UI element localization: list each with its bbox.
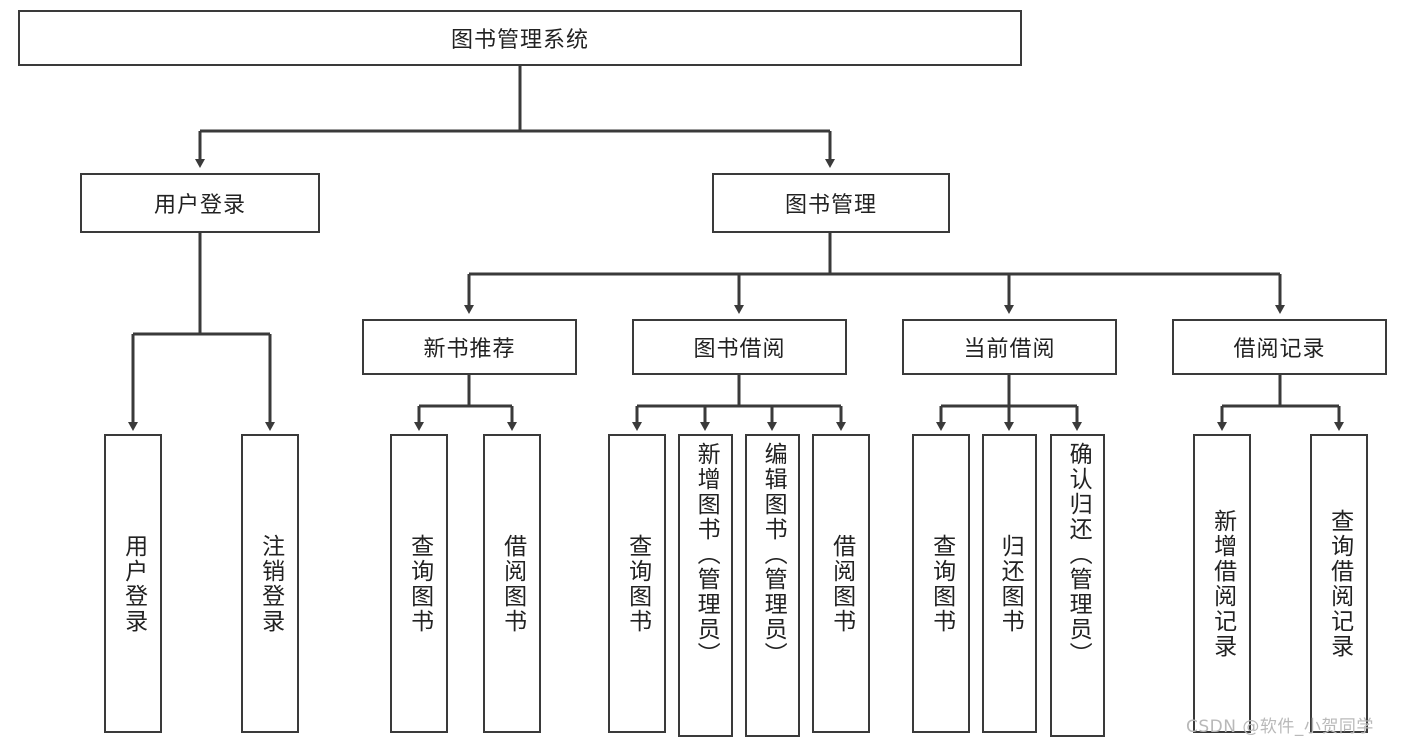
leaf-borrow-query-book-label: 查询图书	[624, 533, 651, 634]
leaf-borrow-edit-book[interactable]: 编辑图书（管理员）	[745, 434, 800, 737]
leaf-borrow-edit-book-label: 编辑图书（管理员）	[760, 442, 787, 667]
node-user-login[interactable]: 用户登录	[80, 173, 320, 233]
leaf-record-add-record[interactable]: 新增借阅记录	[1193, 434, 1251, 733]
node-book-borrow-label: 图书借阅	[693, 337, 786, 362]
leaf-user-login-signout-label: 注销登录	[257, 533, 284, 634]
node-book-manage-label: 图书管理	[784, 193, 877, 218]
node-new-book-recommend-label: 新书推荐	[423, 337, 516, 362]
node-borrow-record-label: 借阅记录	[1233, 337, 1326, 362]
leaf-current-query-book-label: 查询图书	[928, 533, 955, 634]
leaf-record-add-record-label: 新增借阅记录	[1209, 508, 1236, 659]
node-book-manage[interactable]: 图书管理	[712, 173, 950, 233]
leaf-current-confirm-return[interactable]: 确认归还（管理员）	[1050, 434, 1105, 737]
leaf-newbook-borrow-book[interactable]: 借阅图书	[483, 434, 541, 733]
leaf-user-login-signout[interactable]: 注销登录	[241, 434, 299, 733]
leaf-newbook-query-book-label: 查询图书	[406, 533, 433, 634]
leaf-borrow-borrow-book[interactable]: 借阅图书	[812, 434, 870, 733]
leaf-newbook-borrow-book-label: 借阅图书	[499, 533, 526, 634]
leaf-borrow-add-book[interactable]: 新增图书（管理员）	[678, 434, 733, 737]
leaf-current-return-book[interactable]: 归还图书	[982, 434, 1037, 733]
node-book-borrow[interactable]: 图书借阅	[632, 319, 847, 375]
node-root-system-label: 图书管理系统	[450, 28, 589, 53]
csdn-watermark: CSDN @软件_小贺同学	[1186, 717, 1374, 737]
leaf-record-query-record[interactable]: 查询借阅记录	[1310, 434, 1368, 733]
leaf-record-query-record-label: 查询借阅记录	[1326, 508, 1353, 659]
leaf-current-confirm-return-label: 确认归还（管理员）	[1065, 442, 1092, 667]
leaf-borrow-add-book-label: 新增图书（管理员）	[693, 442, 720, 667]
leaf-user-login-signin-label: 用户登录	[120, 533, 147, 634]
node-current-borrow-label: 当前借阅	[963, 337, 1056, 362]
node-root-system[interactable]: 图书管理系统	[18, 10, 1022, 66]
node-borrow-record[interactable]: 借阅记录	[1172, 319, 1387, 375]
leaf-current-return-book-label: 归还图书	[997, 533, 1024, 634]
leaf-borrow-borrow-book-label: 借阅图书	[828, 533, 855, 634]
leaf-newbook-query-book[interactable]: 查询图书	[390, 434, 448, 733]
node-new-book-recommend[interactable]: 新书推荐	[362, 319, 577, 375]
leaf-current-query-book[interactable]: 查询图书	[912, 434, 970, 733]
node-user-login-label: 用户登录	[153, 193, 246, 218]
node-current-borrow[interactable]: 当前借阅	[902, 319, 1117, 375]
leaf-borrow-query-book[interactable]: 查询图书	[608, 434, 666, 733]
leaf-user-login-signin[interactable]: 用户登录	[104, 434, 162, 733]
